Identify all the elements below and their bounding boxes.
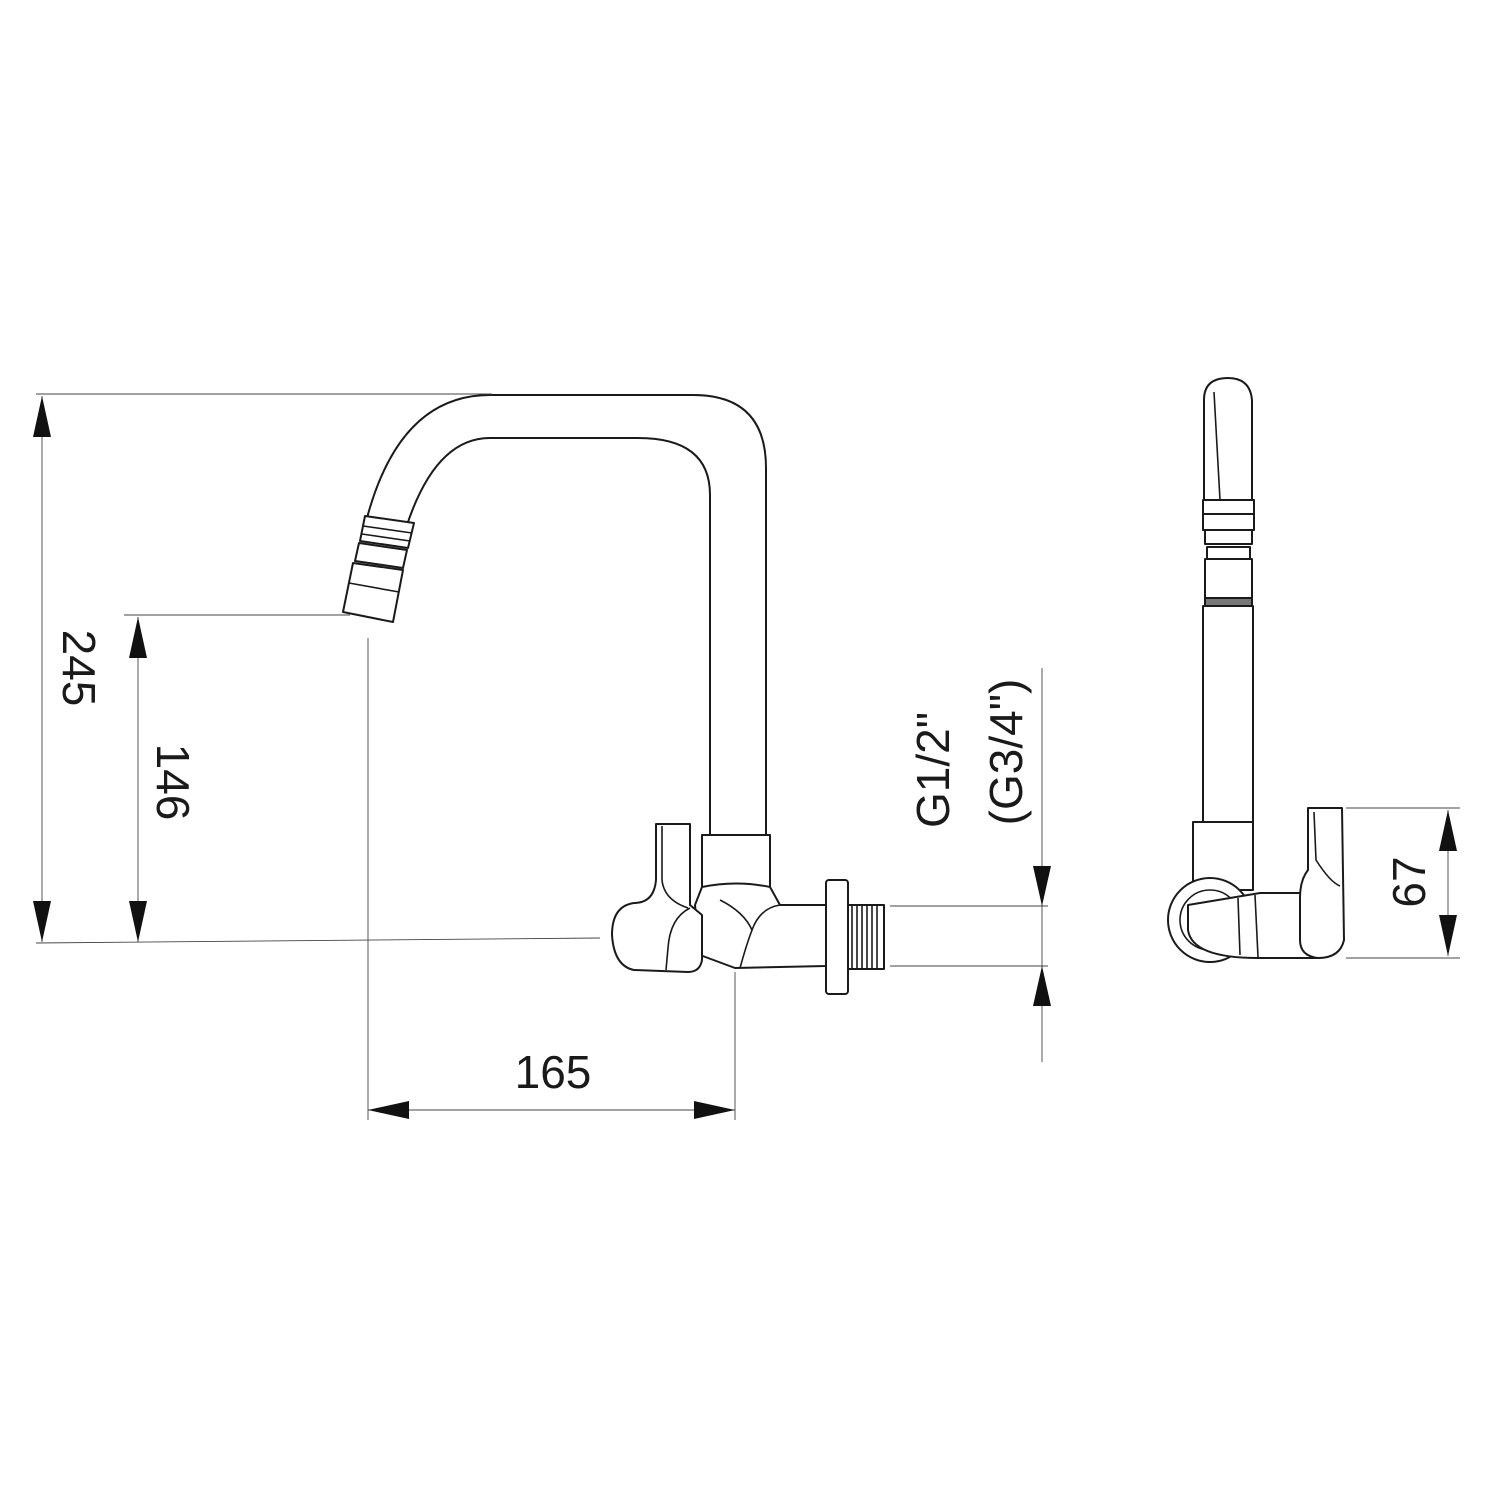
extension-lines bbox=[35, 393, 1460, 1120]
side-tube bbox=[1202, 605, 1254, 825]
dimension-146: 146 bbox=[129, 617, 199, 942]
dimension-165: 165 bbox=[368, 1046, 735, 1119]
aerator bbox=[342, 515, 415, 623]
valve-body bbox=[611, 823, 827, 973]
side-spout-top bbox=[1203, 377, 1253, 501]
side-view-faucet bbox=[1167, 377, 1345, 963]
dimension-245: 245 bbox=[33, 396, 105, 942]
dimension-label-245: 245 bbox=[53, 630, 105, 707]
dimension-label-165: 165 bbox=[515, 1046, 592, 1098]
side-lever bbox=[1299, 807, 1345, 959]
wall-flange bbox=[825, 879, 885, 995]
dimension-label-thread: G1/2" bbox=[907, 712, 959, 828]
front-view-faucet bbox=[342, 394, 885, 995]
dimension-label-146: 146 bbox=[147, 744, 199, 821]
dimension-67: 67 bbox=[1383, 810, 1457, 956]
dimension-label-thread-alt: (G3/4") bbox=[980, 679, 1032, 826]
spout-tube bbox=[366, 394, 767, 836]
dimension-label-67: 67 bbox=[1383, 856, 1435, 907]
dimension-thread: G1/2" (G3/4") bbox=[907, 668, 1051, 1062]
